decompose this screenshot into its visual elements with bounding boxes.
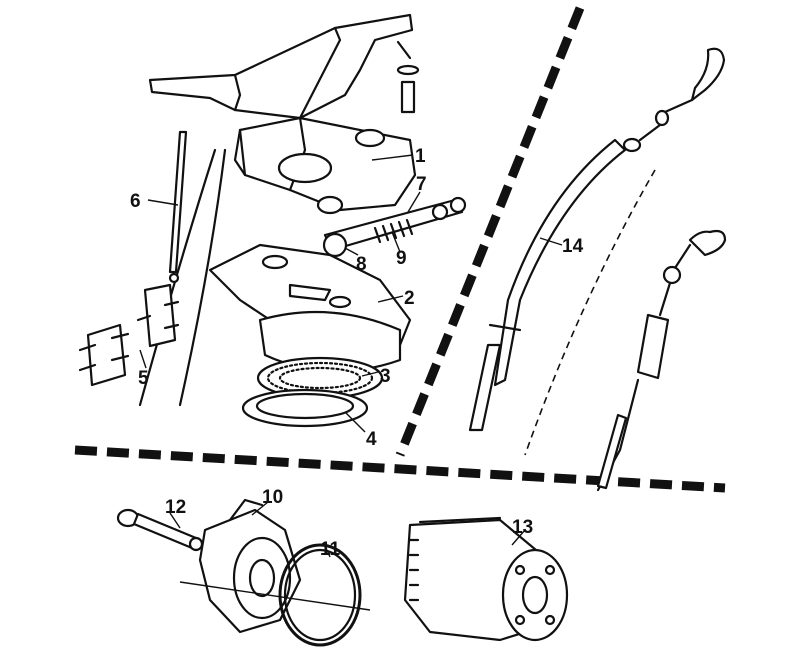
divider-horizontal [74,445,726,493]
callout-2: 2 [404,288,415,309]
callout-11: 11 [320,539,341,560]
callout-13: 13 [512,517,533,538]
oil-filter-cartridge [403,516,569,642]
dipstick-assembly [468,47,727,492]
callout-6: 6 [130,191,141,212]
divider-diagonal [395,6,585,457]
callout-5: 5 [138,368,149,389]
oil-pump-assembly [78,13,467,433]
bottom-plate [241,388,369,428]
callout-7: 7 [416,174,427,195]
callout-9: 9 [396,248,407,269]
callout-14: 14 [562,236,584,257]
callout-12: 12 [165,497,186,518]
filter-housing-assembly [116,498,371,647]
callout-4: 4 [366,429,377,450]
callout-1: 1 [415,146,426,167]
callout-8: 8 [356,254,367,275]
callout-3: 3 [380,366,391,387]
callout-10: 10 [262,487,283,508]
